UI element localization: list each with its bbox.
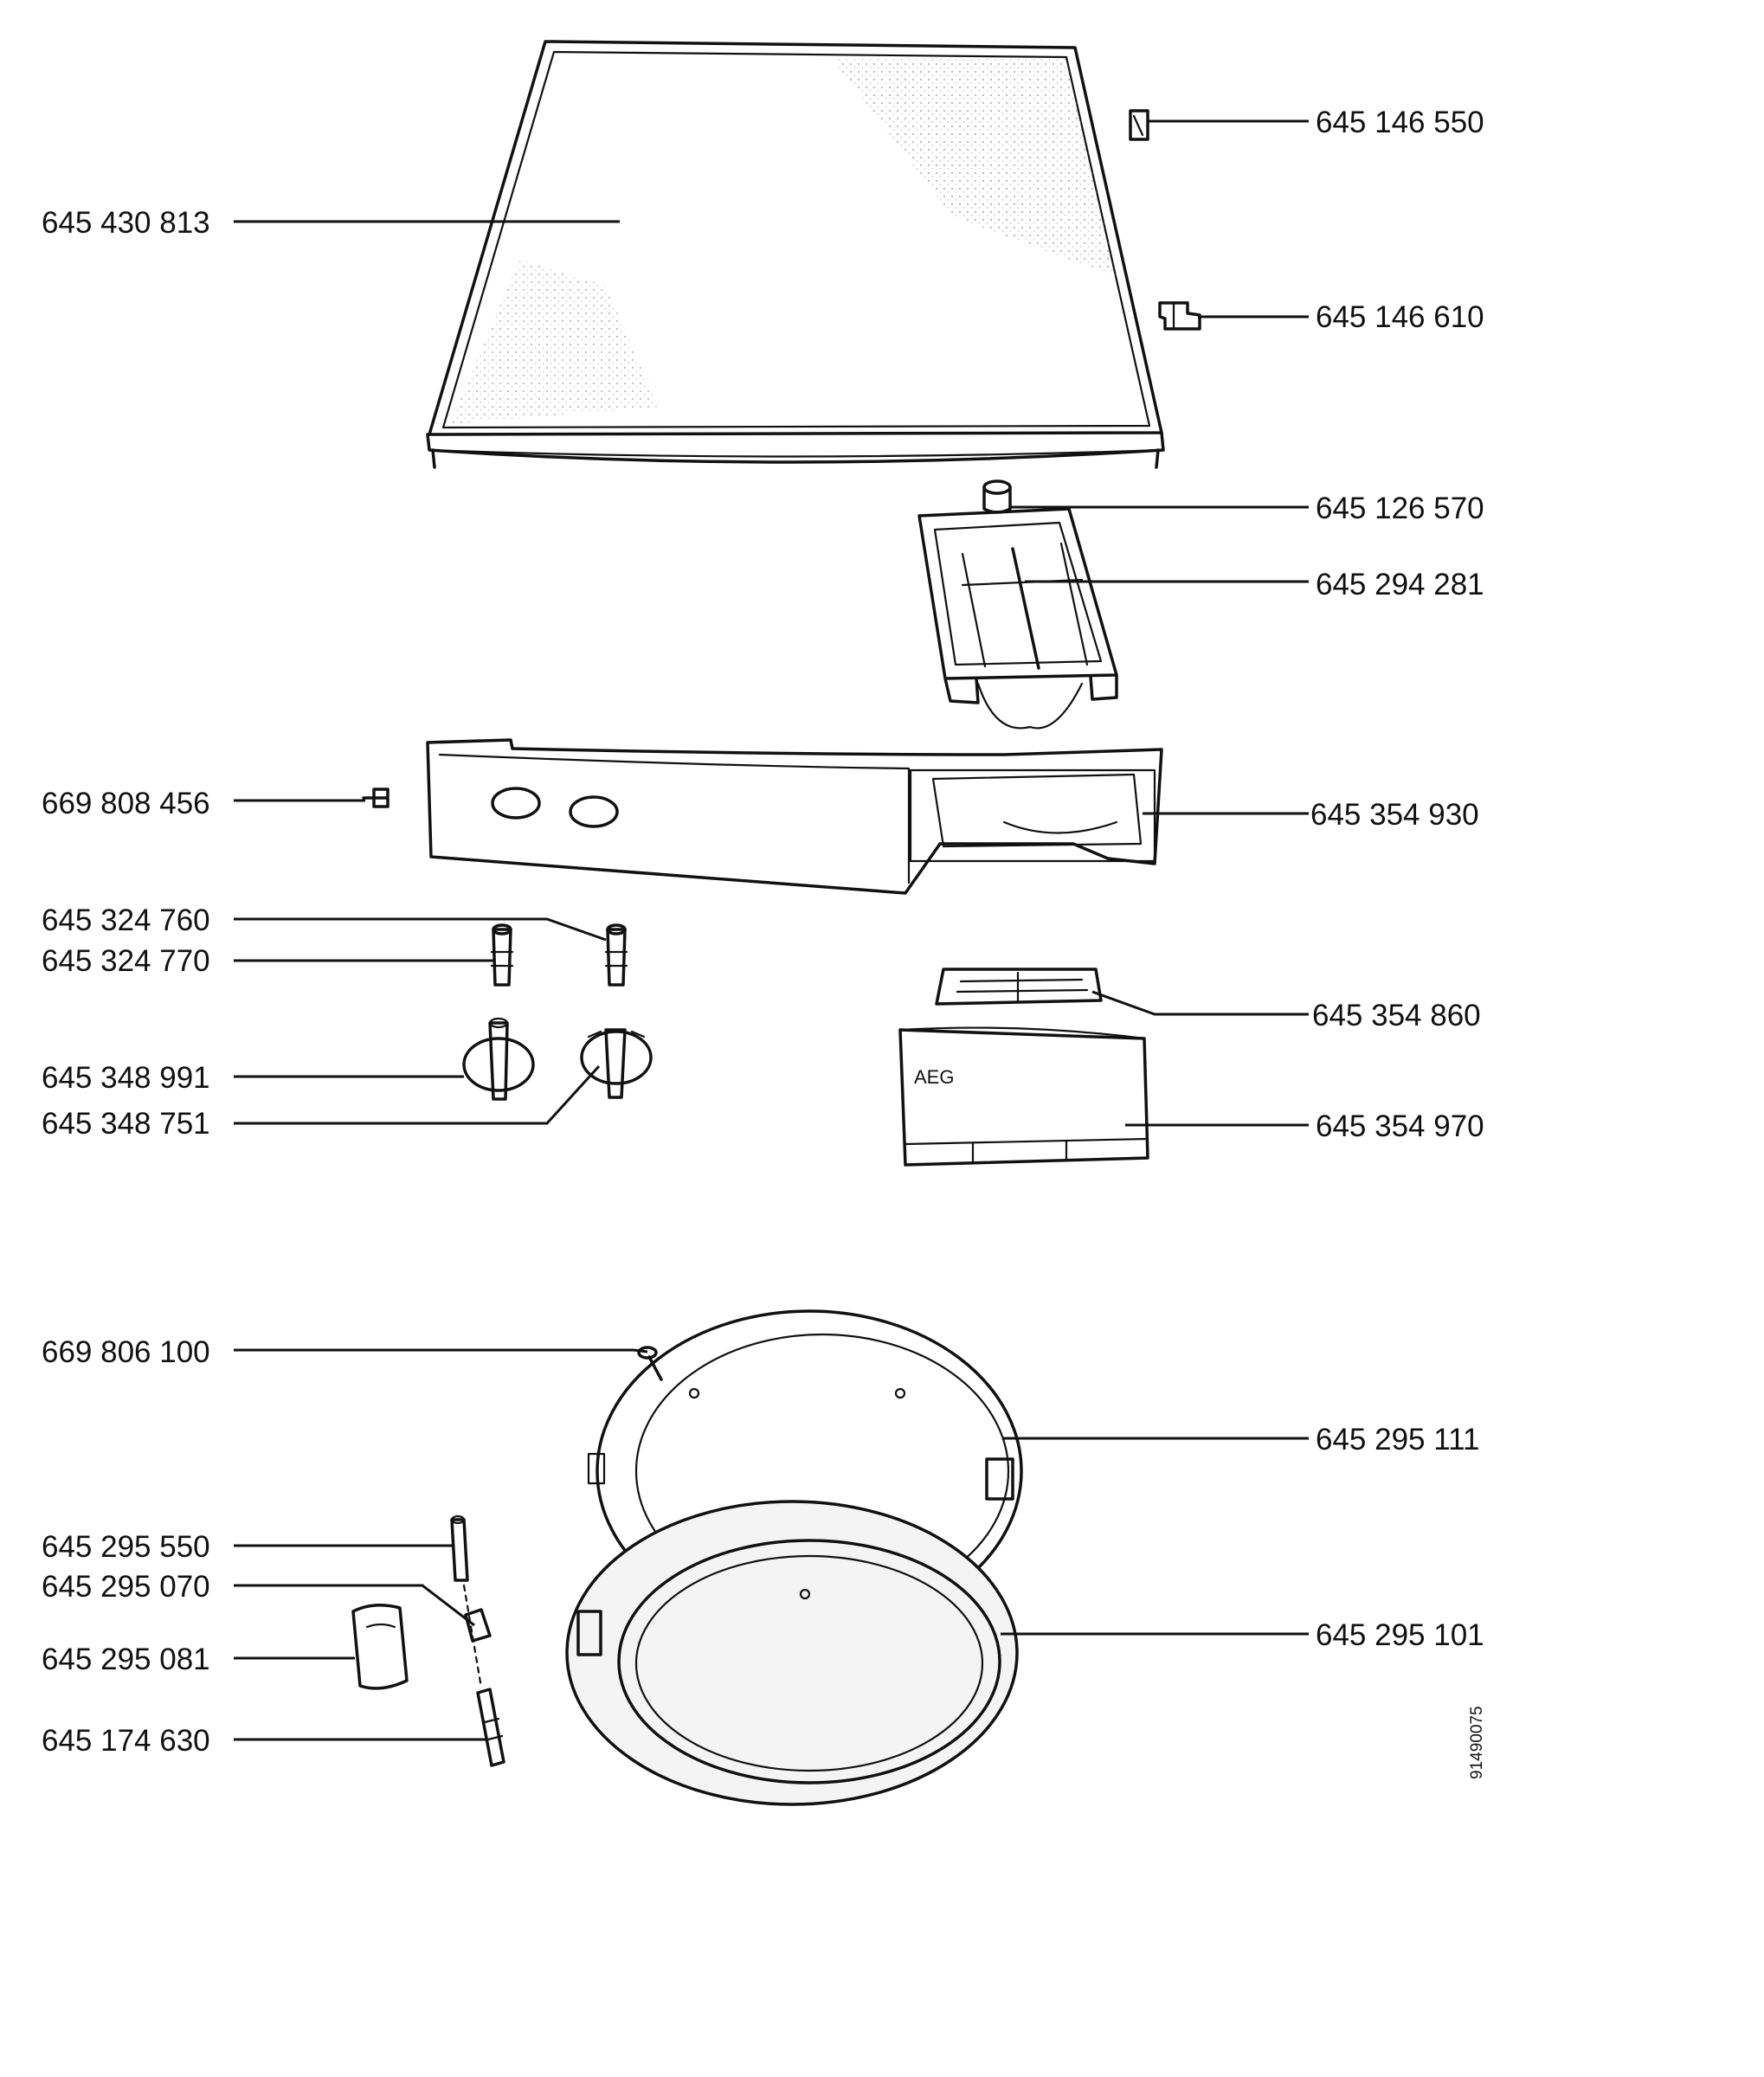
leader-lines — [234, 119, 1309, 1741]
part-number-label: 645 174 630 — [42, 1724, 210, 1758]
knob-right — [580, 1028, 653, 1099]
drawer-front: AEG — [898, 1026, 1149, 1167]
part-number-label: 645 146 550 — [1316, 106, 1484, 139]
drawing-number: 91490075 — [1468, 1706, 1486, 1779]
part-number-label: 645 354 860 — [1312, 999, 1481, 1032]
part-number-label: 645 295 111 — [1316, 1423, 1479, 1456]
part-number-label: 645 294 281 — [1316, 568, 1484, 601]
part-number-label: 645 324 770 — [42, 944, 210, 978]
part-number-label: 645 348 751 — [42, 1107, 210, 1141]
part-number-label: 645 348 991 — [42, 1061, 210, 1095]
knob-left — [462, 1017, 535, 1101]
part-number-label: 645 295 081 — [42, 1643, 210, 1676]
hinge-bushing — [464, 1608, 492, 1643]
control-panel — [426, 738, 1163, 895]
knob-shaft-left — [490, 923, 514, 987]
brand-logo-text: AEG — [914, 1066, 954, 1088]
part-number-label: 645 146 610 — [1316, 300, 1484, 334]
part-number-label: 645 126 570 — [1316, 492, 1484, 525]
top-lid-panel — [426, 40, 1165, 469]
knob-shaft-right — [604, 923, 628, 987]
dispenser-drawer — [917, 507, 1118, 730]
hinge-clip-lower — [1158, 301, 1201, 331]
part-number-label: 645 295 550 — [42, 1530, 210, 1564]
part-number-label: 645 354 970 — [1316, 1109, 1484, 1143]
part-number-label: 645 295 101 — [1316, 1618, 1484, 1652]
door-handle — [351, 1604, 409, 1690]
program-label-plate — [935, 968, 1103, 1006]
door-inner-ring — [565, 1500, 1019, 1806]
part-number-label: 669 808 456 — [42, 787, 210, 820]
screw-panel — [362, 788, 389, 808]
screw-door — [637, 1346, 663, 1381]
part-number-label: 645 354 930 — [1310, 798, 1479, 832]
hinge-bolt — [476, 1688, 505, 1767]
part-number-label: 645 430 813 — [42, 206, 210, 240]
hinge-clip-upper — [1129, 109, 1149, 141]
dispenser-cap — [982, 479, 1012, 514]
part-number-label: 645 295 070 — [42, 1570, 210, 1604]
part-number-label: 645 324 760 — [42, 903, 210, 937]
hinge-pin — [450, 1514, 469, 1582]
part-number-label: 669 806 100 — [42, 1335, 210, 1369]
